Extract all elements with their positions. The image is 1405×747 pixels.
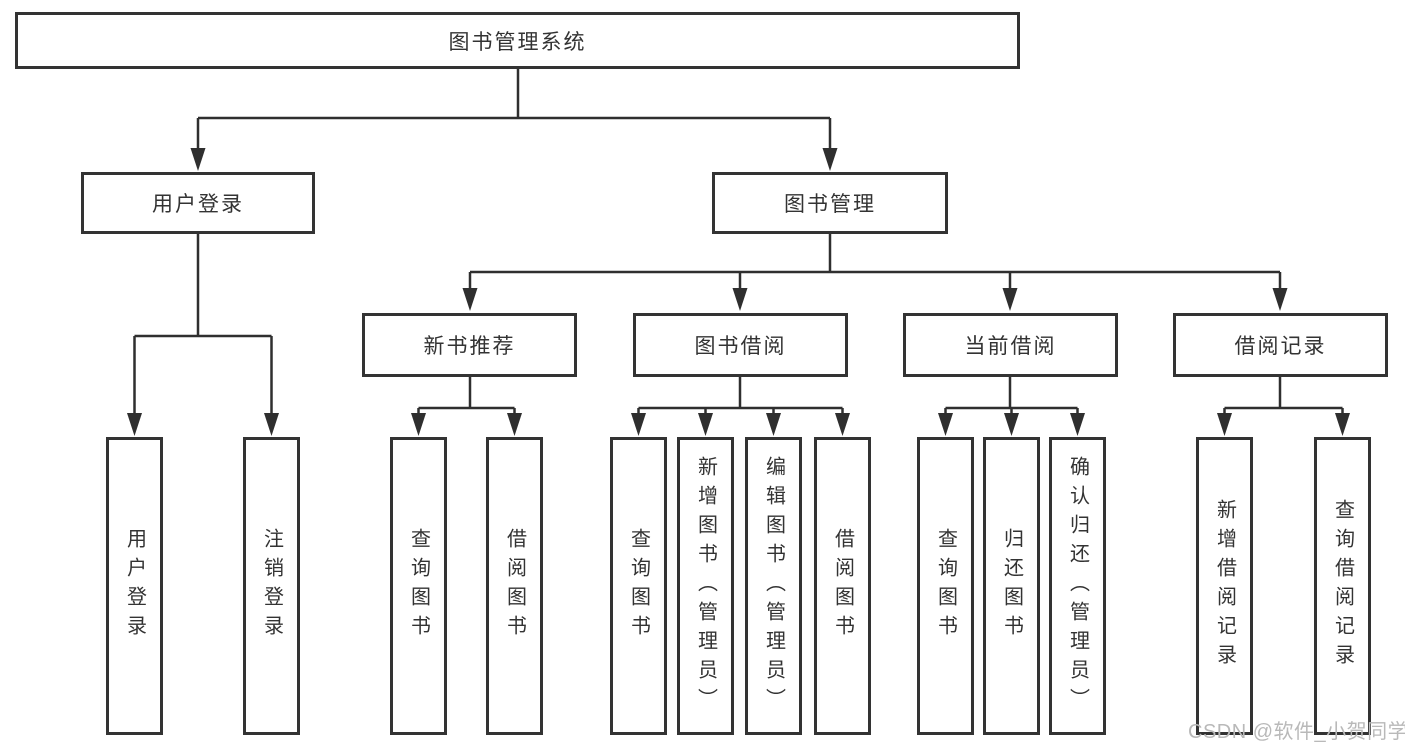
node-book-management: 图书管理 (712, 172, 948, 234)
leaf-confirm-return-admin: 确认归还（管理员） (1049, 437, 1106, 735)
node-library-management-system: 图书管理系统 (15, 12, 1020, 69)
leaf-logout: 注销登录 (243, 437, 300, 735)
leaf-borrow-books: 借阅图书 (814, 437, 871, 735)
node-user-login: 用户登录 (81, 172, 315, 234)
leaf-return-books: 归还图书 (983, 437, 1040, 735)
leaf-edit-books-admin: 编辑图书（管理员） (745, 437, 802, 735)
node-book-borrowing: 图书借阅 (633, 313, 848, 377)
leaf-borrow-books-recommendation: 借阅图书 (486, 437, 543, 735)
node-current-borrowing: 当前借阅 (903, 313, 1118, 377)
leaf-query-books-borrowing: 查询图书 (610, 437, 667, 735)
leaf-query-books-current: 查询图书 (917, 437, 974, 735)
leaf-add-borrow-record: 新增借阅记录 (1196, 437, 1253, 735)
leaf-add-books-admin: 新增图书（管理员） (677, 437, 734, 735)
leaf-query-borrow-record: 查询借阅记录 (1314, 437, 1371, 735)
node-new-book-recommendation: 新书推荐 (362, 313, 577, 377)
node-borrowing-records: 借阅记录 (1173, 313, 1388, 377)
csdn-watermark: CSDN @软件_小贺同学 (1188, 721, 1405, 743)
leaf-query-books-recommendation: 查询图书 (390, 437, 447, 735)
leaf-user-login: 用户登录 (106, 437, 163, 735)
arrowheads (127, 148, 1350, 436)
